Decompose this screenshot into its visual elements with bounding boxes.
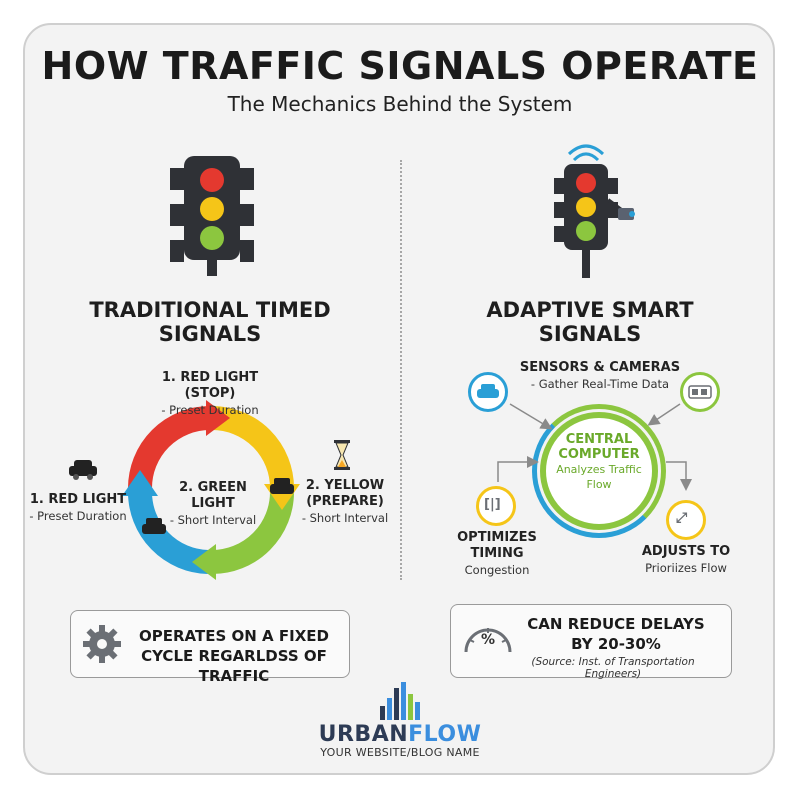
signal-cycle-diagram [122,400,300,580]
camera-icon [688,385,712,399]
city-skyline-icon [380,682,420,720]
brand-tagline: YOUR WEBSITE/BLOG NAME [320,746,480,759]
adaptive-heading: ADAPTIVE SMART SIGNALS [486,298,694,346]
cycle-label-right: 2. YELLOW (PREPARE)- Short Interval [301,478,389,525]
car-icon [270,478,294,494]
camera-node [680,372,720,412]
car-icon [142,518,166,534]
fixed-cycle-text: OPERATES ON A FIXED CYCLE REGARLDSS OF T… [139,627,329,685]
sensors-label: SENSORS & CAMERAS- Gather Real-Time Data [519,360,681,391]
cycle-label-top: 1. RED LIGHT (STOP)- Preset Duration [161,370,259,417]
central-computer-label: CENTRAL COMPUTER Analyzes Traffic Flow [556,432,642,491]
central-computer-ring [532,404,666,538]
delay-reduction-text: CAN REDUCE DELAYS BY 20-30% [527,615,705,653]
gauge-icon [464,628,512,653]
sensor-node [468,372,508,412]
brand-logo: URBANFLOW [318,722,482,747]
column-divider [400,160,402,580]
cycle-label-left: 1. RED LIGHT- Preset Duration [29,492,127,523]
central-computer-node [540,412,658,530]
page-subtitle: The Mechanics Behind the System [227,92,573,116]
cycle-label-center: 2. GREEN LIGHT- Short Interval [169,480,257,527]
page-title: HOW TRAFFIC SIGNALS OPERATE [41,44,759,88]
traffic-light-icon [170,156,254,276]
source-citation: (Source: Inst. of Transportation Enginee… [531,656,695,680]
cycle-arc-yellow [211,406,294,489]
cycle-arc-red [128,406,211,489]
gear-icon [83,625,121,663]
flow-arrows [497,403,692,491]
car-icon [477,384,499,398]
timing-node [476,486,516,526]
delay-reduction-box [450,604,732,678]
adjust-node [666,500,706,540]
car-icon [69,460,97,480]
traditional-heading: TRADITIONAL TIMED SIGNALS [89,298,331,346]
gauge-label: % [480,632,496,648]
adjust-icon: ⤢ [676,510,688,526]
timing-icon: [|] [484,497,501,512]
smart-traffic-light-icon [554,144,635,278]
hourglass-icon [334,440,350,470]
